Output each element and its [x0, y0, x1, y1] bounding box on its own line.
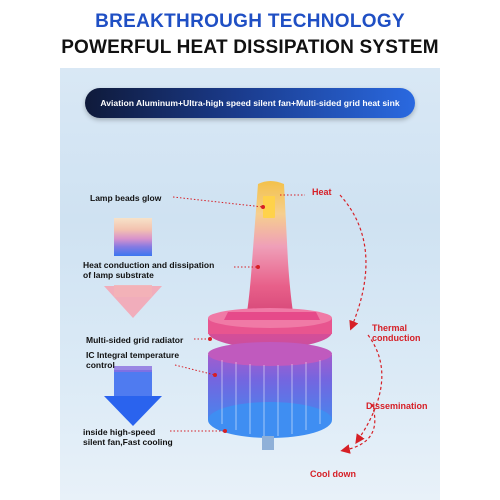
flow-arrow-thermal [355, 334, 383, 444]
arrow-segment [114, 366, 152, 372]
label-fan-line1: inside high-speed [83, 427, 156, 437]
heat-sink-bottom [208, 402, 332, 438]
label-heat-conduction-line2: of lamp substrate [83, 270, 154, 280]
flow-arrows [339, 194, 383, 454]
leader-dots [208, 205, 265, 433]
lamp-neck [224, 312, 320, 320]
flow-arrow-heat [339, 194, 367, 331]
down-arrow-column [104, 218, 162, 426]
feature-banner-text: Aviation Aluminum+Ultra-high speed silen… [100, 98, 400, 108]
label-radiator: Multi-sided grid radiator [86, 335, 184, 345]
fan-connector [262, 436, 274, 450]
label-dissemination: Dissemination [366, 401, 428, 411]
arrow-head-blue [104, 396, 162, 426]
label-heat: Heat [312, 187, 332, 197]
label-thermal-line1: Thermal [372, 323, 408, 333]
arrow-segment [114, 370, 152, 396]
arrow-segment [114, 218, 152, 256]
label-ic-control-line2: control [86, 360, 115, 370]
label-thermal-line2: conduction [372, 333, 421, 343]
bulb-lamp [208, 181, 332, 450]
label-heat-conduction-line1: Heat conduction and dissipation [83, 260, 215, 270]
flow-arrow-dissemination [340, 403, 376, 454]
label-fan-line2: silent fan,Fast cooling [83, 437, 173, 447]
heat-sink-top [208, 342, 332, 366]
label-cool-down: Cool down [310, 469, 356, 479]
page-subtitle: POWERFUL HEAT DISSIPATION SYSTEM [61, 37, 439, 58]
led-chip [263, 196, 275, 218]
page-title: BREAKTHROUGH TECHNOLOGY [95, 11, 405, 32]
feature-banner: Aviation Aluminum+Ultra-high speed silen… [85, 88, 415, 118]
arrow-segment [114, 285, 152, 297]
bulb-body [247, 181, 293, 312]
label-lamp-beads: Lamp beads glow [90, 193, 162, 203]
heat-sink-fins [221, 360, 321, 436]
label-ic-control-line1: IC Integral temperature [86, 350, 180, 360]
leader-lines [170, 194, 305, 432]
